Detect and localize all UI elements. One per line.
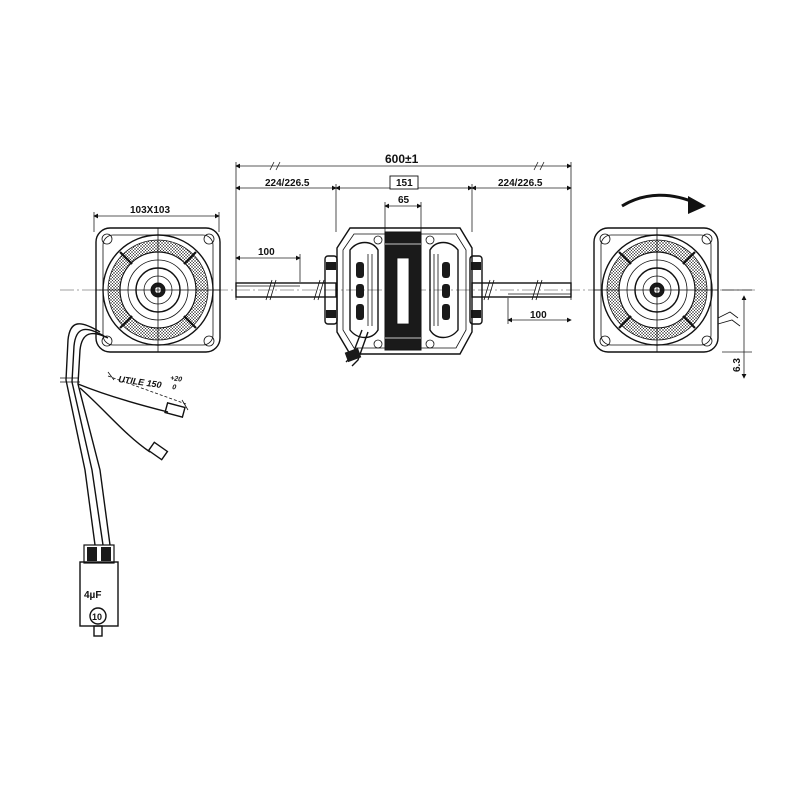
dimension-lines: 600±1 224/226.5 224/226.5 151 65 100 100… [93,152,572,324]
right-shaft-label: 224/226.5 [498,178,543,189]
core-length-label: 65 [398,195,410,206]
capacitor-value: 4µF [84,590,101,601]
front-size-label: 103X103 [130,205,170,216]
left-front-view [95,227,221,353]
shaft-height-label: 6.3 [732,358,743,372]
capacitor-number: 10 [92,612,102,622]
shaft-height-dimension: 6.3 [722,289,752,379]
right-flat-label: 100 [530,310,547,321]
wire-harness: UTILE 150 +20 0 [60,323,189,546]
wire-length-label: UTILE 150 [118,374,162,390]
left-shaft-label: 224/226.5 [265,178,310,189]
capacitor: 4µF 10 [79,544,119,637]
overall-length-label: 600±1 [385,152,419,166]
wire-tolerance-lower: 0 [172,384,177,391]
rotation-arrowhead [688,196,706,214]
right-front-view [593,227,741,353]
body-length-label: 151 [396,178,413,189]
wire-tolerance-upper: +20 [170,375,183,384]
rotation-arrow [621,193,699,208]
left-flat-label: 100 [258,247,275,258]
side-view [235,227,572,367]
